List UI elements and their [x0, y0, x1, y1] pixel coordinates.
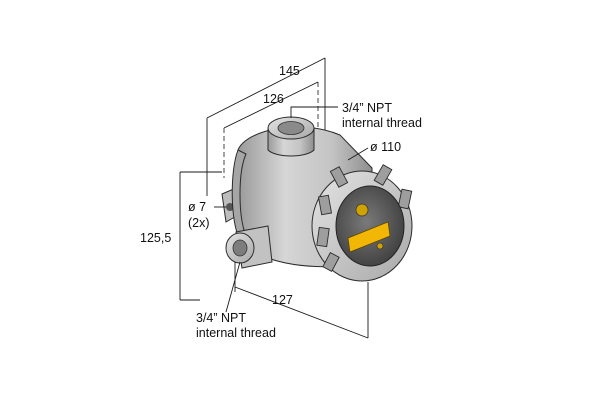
side-port-leader: [225, 261, 241, 313]
mount-hole-label: ø 7: [188, 200, 206, 214]
side-port-label-line1: 3/4” NPT: [196, 311, 246, 325]
dimension-lines: [179, 57, 369, 339]
mount-hole-count-label: (2x): [188, 216, 210, 230]
cap-rib: [317, 194, 333, 216]
top-port-label-line1: 3/4” NPT: [342, 101, 392, 115]
cap-rib: [322, 251, 340, 273]
dim-145-line: [206, 57, 326, 119]
insert-screw: [355, 203, 369, 217]
housing-diameter-label: ø 110: [370, 140, 401, 154]
front-window: [335, 185, 405, 267]
top-port-leader: [290, 106, 338, 118]
side-port-bore: [232, 239, 248, 257]
diameter-leader: [347, 147, 369, 161]
mounting-hole: [226, 203, 234, 211]
yellow-insert: [347, 221, 391, 253]
insert-screw: [376, 242, 384, 250]
height-label: 125,5: [140, 231, 171, 245]
housing-body: [221, 116, 413, 282]
top-port-bore: [277, 121, 305, 135]
dimension-labels: 145 126 3/4” NPT internal thread ø 110 ø…: [140, 64, 422, 340]
side-port-label-line2: internal thread: [196, 326, 276, 340]
depth-label: 127: [272, 293, 293, 307]
cap-ribs: [316, 164, 413, 273]
dim-126-line: [223, 81, 319, 129]
cap-rib: [329, 166, 349, 188]
dim-127-line: [234, 286, 369, 339]
cap-rib: [373, 164, 393, 186]
dim-inner-width-label: 126: [263, 92, 284, 106]
dim-overall-width-label: 145: [279, 64, 300, 78]
top-port-label-line2: internal thread: [342, 116, 422, 130]
cap-rib: [397, 188, 413, 210]
cap-rib: [316, 226, 330, 248]
